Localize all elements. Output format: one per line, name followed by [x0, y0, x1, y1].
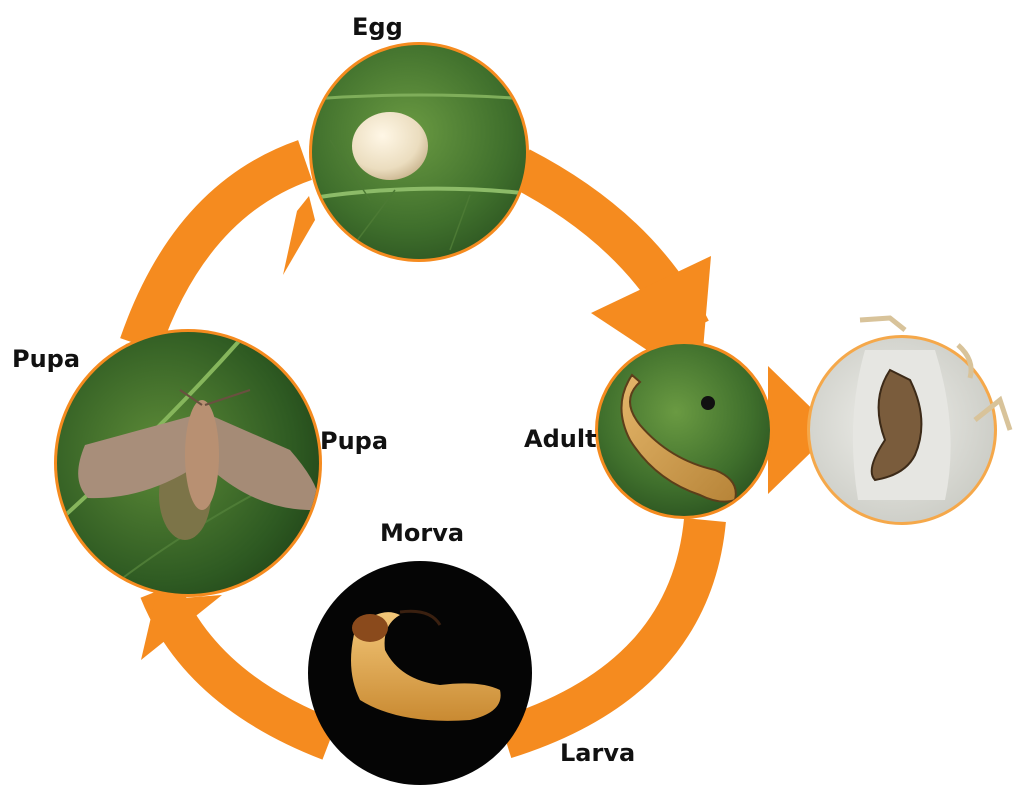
arc-pupa-to-egg	[120, 140, 313, 352]
label-pupa-left: Pupa	[12, 345, 81, 373]
egg-photo	[309, 42, 529, 262]
label-adult: Adult	[524, 425, 597, 453]
caterpillar-photo	[595, 341, 773, 519]
arrowhead-to-pupa	[141, 595, 222, 660]
arrowhead-to-cocoon	[768, 366, 834, 494]
arrowhead-to-egg	[283, 196, 315, 275]
moth-photo	[54, 329, 322, 597]
arc-adult-to-morva	[498, 517, 726, 759]
label-egg: Egg	[352, 13, 403, 41]
label-larva: Larva	[560, 739, 636, 767]
label-pupa-inner: Pupa	[320, 427, 389, 455]
pupa-cocoon-photo	[807, 315, 1013, 525]
morva-photo	[308, 561, 532, 785]
label-morva: Morva	[380, 519, 465, 547]
